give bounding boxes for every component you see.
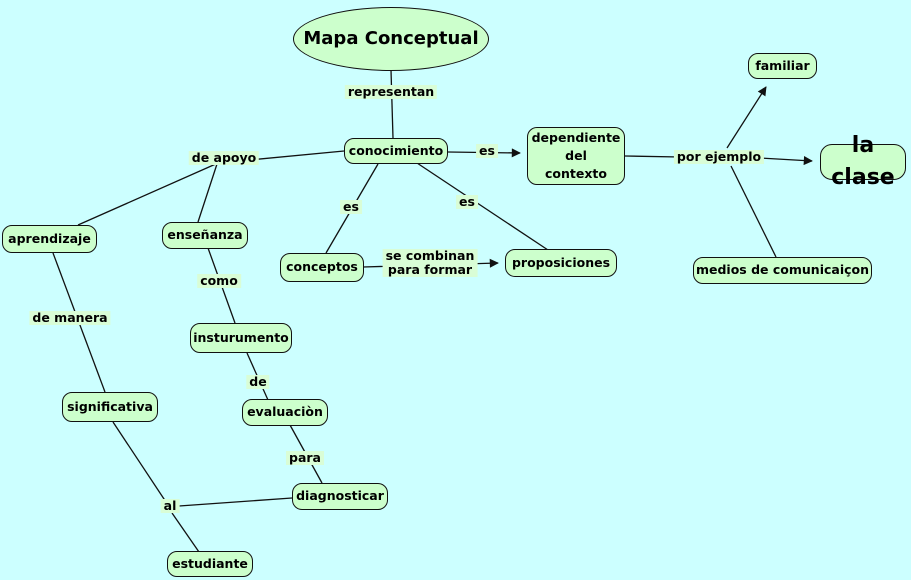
connector-al-diagnosticar bbox=[178, 497, 293, 507]
node-medios-de-comunicacion[interactable]: medios de comunicaiçon bbox=[693, 257, 872, 284]
node-conceptos[interactable]: conceptos bbox=[280, 253, 364, 282]
node-ensenanza[interactable]: enseñanza bbox=[162, 222, 248, 249]
connector-porejemplo-laclase bbox=[759, 155, 813, 166]
node-significativa[interactable]: significativa bbox=[62, 392, 158, 422]
node-la-clase[interactable]: la clase bbox=[820, 133, 906, 190]
connector-significativa-al bbox=[112, 421, 167, 503]
node-aprendizaje[interactable]: aprendizaje bbox=[2, 225, 97, 253]
connector-mapa-conocimiento bbox=[390, 69, 394, 139]
node-familiar[interactable]: familiar bbox=[748, 53, 817, 79]
link-label-es-proposiciones[interactable]: es bbox=[456, 195, 478, 209]
node-mapa-conceptual[interactable]: Mapa Conceptual bbox=[293, 7, 489, 71]
node-dependiente-del-contexto[interactable]: dependiente del contexto bbox=[527, 127, 625, 185]
link-label-es-dependiente[interactable]: es bbox=[476, 144, 498, 158]
link-label-por-ejemplo[interactable]: por ejemplo bbox=[673, 150, 765, 164]
node-estudiante[interactable]: estudiante bbox=[167, 551, 253, 577]
link-label-de-manera[interactable]: de manera bbox=[29, 311, 111, 325]
node-diagnosticar[interactable]: diagnosticar bbox=[292, 483, 388, 510]
connector-porejemplo-familiar bbox=[726, 86, 767, 149]
connector-dependiente-porejemplo bbox=[624, 155, 681, 158]
link-label-para[interactable]: para bbox=[286, 451, 324, 465]
connector-conocimiento-proposiciones bbox=[416, 162, 549, 251]
node-insturumento[interactable]: insturumento bbox=[190, 323, 292, 353]
link-label-es-conceptos[interactable]: es bbox=[340, 200, 362, 214]
connector-deapoyo-ensenanza bbox=[197, 163, 218, 223]
link-label-como[interactable]: como bbox=[197, 274, 241, 288]
link-label-representan[interactable]: representan bbox=[344, 85, 438, 99]
link-label-al[interactable]: al bbox=[160, 499, 180, 513]
link-label-de-apoyo[interactable]: de apoyo bbox=[188, 151, 260, 165]
link-label-se-combinan-para-formar[interactable]: se combinan para formar bbox=[382, 249, 478, 277]
node-proposiciones[interactable]: proposiciones bbox=[505, 249, 617, 277]
link-label-de[interactable]: de bbox=[246, 375, 270, 389]
connector-al-estudiante bbox=[171, 512, 200, 553]
connector-deapoyo-aprendizaje bbox=[77, 162, 219, 226]
node-evaluacion[interactable]: evaluaciòn bbox=[242, 399, 328, 426]
connector-porejemplo-medios bbox=[730, 165, 777, 258]
node-conocimiento[interactable]: conocimiento bbox=[344, 138, 448, 164]
